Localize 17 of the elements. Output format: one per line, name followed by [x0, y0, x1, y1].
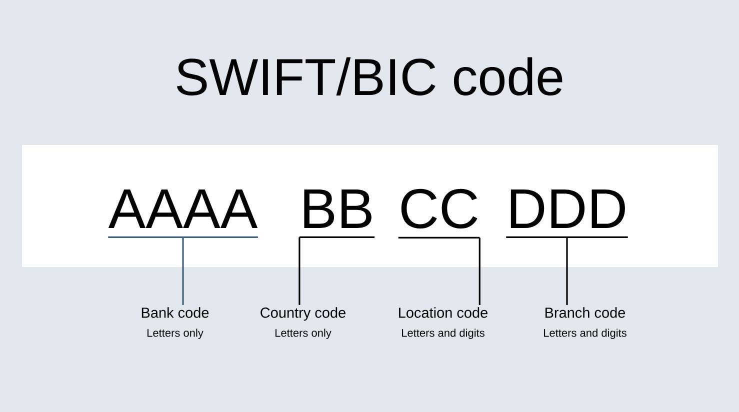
- segment-name: Country code: [260, 307, 346, 321]
- segment-rule: Letters only: [275, 328, 332, 339]
- segment-rule: Letters only: [147, 328, 204, 339]
- segment-rule: Letters and digits: [544, 328, 626, 339]
- bracket-line: [298, 236, 376, 306]
- title: SWIFT/BIC code: [176, 57, 562, 96]
- segment-name: Location code: [399, 307, 488, 318]
- segment-name: Bank code: [142, 307, 209, 318]
- code-letters: AAAA: [108, 189, 258, 228]
- segment-name: Branch code: [545, 307, 626, 318]
- segment-rule: Letters and digits: [402, 328, 484, 339]
- code-letters: DDD: [510, 189, 625, 228]
- bracket-line: [107, 236, 259, 306]
- bracket-line: [505, 236, 629, 306]
- code-letters: CC: [401, 188, 478, 229]
- code-letters: BB: [304, 189, 372, 228]
- bracket-line: [398, 236, 480, 306]
